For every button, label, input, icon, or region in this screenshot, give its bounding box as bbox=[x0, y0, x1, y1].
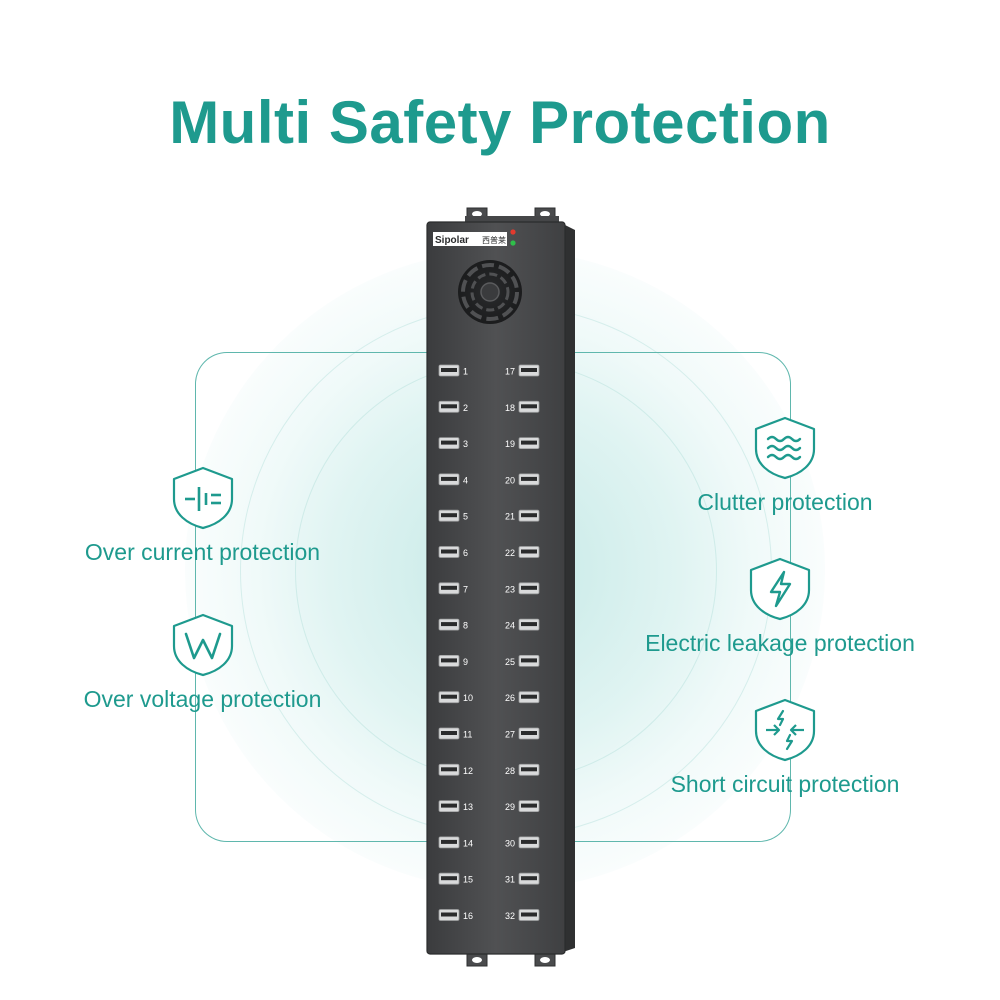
usb-port-number: 20 bbox=[505, 475, 515, 485]
usb-port-number: 26 bbox=[505, 693, 515, 703]
usb-port-6[interactable]: 6 bbox=[438, 546, 468, 559]
usb-port-20[interactable]: 20 bbox=[505, 473, 540, 486]
usb-port-27[interactable]: 27 bbox=[505, 727, 540, 740]
usb-port-number: 14 bbox=[463, 838, 473, 848]
usb-port-number: 10 bbox=[463, 693, 473, 703]
feature-over-current: Over current protection bbox=[60, 465, 345, 566]
usb-port-10[interactable]: 10 bbox=[438, 691, 473, 704]
shield-waves-icon bbox=[754, 416, 816, 480]
usb-port-number: 25 bbox=[505, 657, 515, 667]
usb-port-24[interactable]: 24 bbox=[505, 618, 540, 631]
usb-port-31[interactable]: 31 bbox=[505, 872, 540, 885]
usb-port-26[interactable]: 26 bbox=[505, 691, 540, 704]
feature-label: Over voltage protection bbox=[83, 686, 322, 712]
usb-port-23[interactable]: 23 bbox=[505, 582, 540, 595]
usb-port-3[interactable]: 3 bbox=[438, 437, 468, 450]
usb-port-number: 24 bbox=[505, 621, 515, 631]
mount-bracket-top bbox=[465, 207, 559, 224]
usb-port-25[interactable]: 25 bbox=[505, 654, 540, 667]
usb-port-number: 30 bbox=[505, 838, 515, 848]
usb-port-28[interactable]: 28 bbox=[505, 763, 540, 776]
feature-label: Electric leakage protection bbox=[645, 630, 915, 656]
brand-logo-badge bbox=[433, 232, 507, 246]
usb-port-15[interactable]: 15 bbox=[438, 872, 473, 885]
usb-ports: 1234567891011121314151617181920212223242… bbox=[438, 364, 540, 922]
mount-bracket-bottom bbox=[466, 951, 556, 967]
power-led-red bbox=[510, 229, 516, 235]
usb-port-12[interactable]: 12 bbox=[438, 763, 473, 776]
usb-port-number: 19 bbox=[505, 439, 515, 449]
usb-port-32[interactable]: 32 bbox=[505, 909, 540, 922]
usb-port-number: 17 bbox=[505, 367, 515, 377]
usb-port-number: 8 bbox=[463, 621, 468, 631]
usb-port-number: 3 bbox=[463, 439, 468, 449]
usb-port-number: 22 bbox=[505, 548, 515, 558]
usb-port-number: 13 bbox=[463, 802, 473, 812]
usb-port-16[interactable]: 16 bbox=[438, 909, 473, 922]
usb-port-number: 27 bbox=[505, 730, 515, 740]
usb-hub-device: Sipolar 西普莱 1234567891011121314151617181… bbox=[426, 207, 575, 967]
fan-grille bbox=[458, 260, 522, 324]
feature-clutter: Clutter protection bbox=[660, 415, 910, 516]
usb-port-number: 15 bbox=[463, 875, 473, 885]
usb-port-4[interactable]: 4 bbox=[438, 473, 468, 486]
usb-port-18[interactable]: 18 bbox=[505, 400, 540, 413]
shield-current-icon bbox=[172, 466, 233, 530]
usb-port-13[interactable]: 13 bbox=[438, 800, 473, 813]
shield-lightning-icon bbox=[749, 557, 811, 621]
usb-port-number: 28 bbox=[505, 766, 515, 776]
usb-port-2[interactable]: 2 bbox=[438, 400, 468, 413]
feature-short-circuit: Short circuit protection bbox=[640, 697, 930, 798]
feature-label: Clutter protection bbox=[697, 489, 873, 515]
brand-logo: Sipolar bbox=[435, 235, 469, 246]
usb-port-30[interactable]: 30 bbox=[505, 836, 540, 849]
feature-label: Over current protection bbox=[84, 539, 321, 565]
usb-port-9[interactable]: 9 bbox=[438, 654, 468, 667]
feature-leakage: Electric leakage protection bbox=[615, 556, 945, 657]
usb-port-number: 31 bbox=[505, 875, 515, 885]
usb-port-21[interactable]: 21 bbox=[505, 509, 540, 522]
usb-port-number: 23 bbox=[505, 584, 515, 594]
shield-voltage-icon bbox=[172, 613, 233, 677]
shield-short-circuit-icon bbox=[754, 698, 816, 762]
usb-port-19[interactable]: 19 bbox=[505, 437, 540, 450]
usb-port-number: 32 bbox=[505, 911, 515, 921]
usb-port-number: 5 bbox=[463, 512, 468, 522]
usb-port-11[interactable]: 11 bbox=[438, 727, 472, 740]
usb-port-8[interactable]: 8 bbox=[438, 618, 468, 631]
usb-port-number: 2 bbox=[463, 403, 468, 413]
usb-port-29[interactable]: 29 bbox=[505, 800, 540, 813]
usb-port-number: 7 bbox=[463, 584, 468, 594]
usb-port-number: 21 bbox=[505, 512, 515, 522]
usb-port-5[interactable]: 5 bbox=[438, 509, 468, 522]
power-led-green bbox=[510, 240, 516, 246]
usb-port-number: 4 bbox=[463, 475, 468, 485]
usb-port-number: 11 bbox=[463, 730, 472, 740]
usb-port-number: 6 bbox=[463, 548, 468, 558]
usb-port-number: 29 bbox=[505, 802, 515, 812]
page-title: Multi Safety Protection bbox=[169, 89, 831, 156]
usb-port-number: 1 bbox=[463, 367, 468, 377]
left-frame bbox=[195, 352, 496, 842]
usb-port-22[interactable]: 22 bbox=[505, 546, 540, 559]
usb-port-17[interactable]: 17 bbox=[505, 364, 540, 377]
usb-port-number: 12 bbox=[463, 766, 473, 776]
usb-port-number: 18 bbox=[505, 403, 515, 413]
usb-port-7[interactable]: 7 bbox=[438, 582, 468, 595]
usb-port-1[interactable]: 1 bbox=[438, 364, 468, 377]
brand-logo-cn: 西普莱 bbox=[482, 235, 506, 245]
feature-over-voltage: Over voltage protection bbox=[60, 612, 345, 713]
usb-port-14[interactable]: 14 bbox=[438, 836, 473, 849]
usb-port-number: 16 bbox=[463, 911, 473, 921]
feature-label: Short circuit protection bbox=[670, 771, 900, 797]
usb-port-number: 9 bbox=[463, 657, 468, 667]
